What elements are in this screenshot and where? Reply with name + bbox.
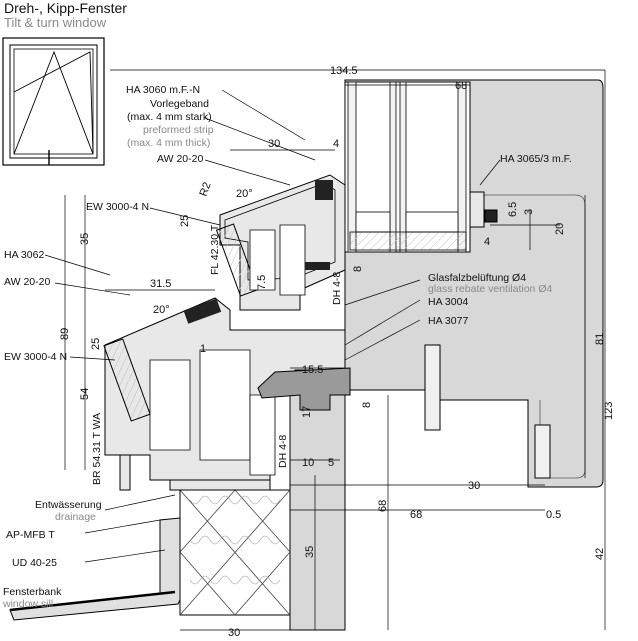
label-ha3062: HA 3062 bbox=[4, 249, 44, 261]
dim-68-vert: 68 bbox=[377, 500, 389, 512]
label-window-sill: window sill bbox=[2, 598, 53, 610]
label-glasfalz-de: Glasfalzbelüftung Ø4 bbox=[428, 272, 526, 284]
dim-30-bottom: 30 bbox=[228, 627, 240, 639]
dim-81: 81 bbox=[594, 333, 606, 345]
label-ud4025: UD 40-25 bbox=[12, 557, 57, 569]
sealing-piece bbox=[257, 367, 351, 411]
label-dh48-a: DH 4-8 bbox=[331, 272, 343, 305]
dim-angle-top: 20° bbox=[236, 188, 253, 200]
window-sill bbox=[9, 517, 181, 621]
label-ew3000-bot: EW 3000-4 N bbox=[4, 351, 67, 363]
dim-20: 20 bbox=[554, 223, 566, 235]
dim-6-5: 6.5 bbox=[507, 202, 519, 217]
dimension-lines bbox=[64, 69, 606, 631]
label-fensterbank: Fensterbank bbox=[3, 586, 62, 598]
labels: HA 3060 m.F.-N Vorlegeband (max. 4 mm st… bbox=[2, 84, 572, 610]
dim-15-5: 15.5 bbox=[302, 364, 323, 376]
dim-54: 54 bbox=[79, 388, 91, 400]
dim-8-upper: 8 bbox=[352, 266, 364, 272]
label-dh48-b: DH 4-8 bbox=[277, 435, 289, 468]
dim-68-center: 68 bbox=[410, 509, 422, 521]
insulation-block bbox=[179, 489, 291, 616]
glass-unit bbox=[344, 81, 471, 253]
dim-134-5: 134.5 bbox=[330, 65, 358, 77]
label-br5431: BR 54.31 T WA bbox=[91, 413, 103, 485]
dim-8-lower: 8 bbox=[361, 402, 373, 408]
dim-7-5: 7.5 bbox=[256, 275, 268, 290]
label-fl4230t: FL 42.30 T bbox=[209, 224, 221, 275]
sash-profile bbox=[215, 174, 346, 311]
dim-17: 17 bbox=[301, 406, 313, 418]
dim-25-upper: 25 bbox=[179, 215, 191, 227]
leader-lines bbox=[44, 89, 501, 563]
label-ha3077: HA 3077 bbox=[428, 315, 468, 327]
label-ha3004: HA 3004 bbox=[428, 296, 468, 308]
dim-30-sill: 30 bbox=[468, 480, 480, 492]
label-ew3000-top: EW 3000-4 N bbox=[86, 201, 149, 213]
dim-123: 123 bbox=[603, 402, 615, 420]
label-glasfalz-en: glass rebate ventilation Ø4 bbox=[428, 283, 552, 295]
dimension-values: 134.5 68 30 4 6.5 3 20 4 81 123 42 35 89… bbox=[59, 65, 615, 639]
label-ha3060: HA 3060 m.F.-N bbox=[126, 84, 200, 96]
frame-profile bbox=[103, 297, 346, 491]
label-aw2020-top: AW 20-20 bbox=[157, 153, 203, 165]
dim-31-5: 31.5 bbox=[150, 278, 171, 290]
label-vorlegeband: Vorlegeband bbox=[150, 98, 209, 110]
label-apmfb: AP-MFB T bbox=[6, 529, 55, 541]
title-en: Tilt & turn window bbox=[4, 15, 107, 30]
label-preformed-spec: (max. 4 mm thick) bbox=[127, 137, 210, 149]
label-vorlegeband-spec: (max. 4 mm stark) bbox=[127, 111, 212, 123]
label-entwaesserung: Entwässerung bbox=[35, 499, 102, 511]
dim-4-top: 4 bbox=[333, 138, 339, 150]
dim-0-5: 0.5 bbox=[546, 509, 561, 521]
dim-30-top: 30 bbox=[268, 138, 280, 150]
label-preformed-strip: preformed strip bbox=[143, 124, 214, 136]
dim-68-top: 68 bbox=[455, 80, 467, 92]
dim-1: 1 bbox=[200, 343, 206, 355]
dim-4-right: 4 bbox=[484, 236, 490, 248]
dim-42: 42 bbox=[594, 548, 606, 560]
dim-r2: R2 bbox=[198, 181, 214, 198]
label-drainage: drainage bbox=[55, 511, 96, 523]
dim-89: 89 bbox=[59, 328, 71, 340]
dim-5: 5 bbox=[328, 457, 334, 469]
reveal-profile bbox=[424, 191, 551, 479]
dim-25-lower: 25 bbox=[90, 338, 102, 350]
dim-35-center: 35 bbox=[304, 546, 316, 558]
label-aw2020-mid: AW 20-20 bbox=[4, 276, 50, 288]
dim-10: 10 bbox=[302, 457, 314, 469]
window-thumbnail-icon bbox=[2, 37, 105, 166]
title-de: Dreh-, Kipp-Fenster bbox=[4, 0, 127, 16]
dim-angle-bot: 20° bbox=[153, 304, 170, 316]
dim-35-left: 35 bbox=[79, 233, 91, 245]
dim-3: 3 bbox=[523, 209, 535, 215]
label-ha3065: HA 3065/3 m.F. bbox=[500, 153, 572, 165]
